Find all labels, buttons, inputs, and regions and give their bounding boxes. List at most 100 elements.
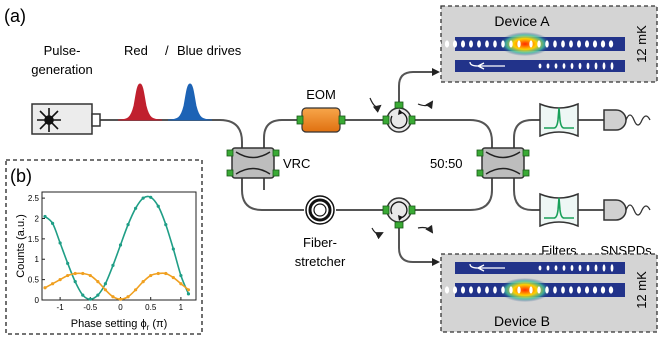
data-point xyxy=(66,273,70,278)
crystal-hole xyxy=(537,286,541,294)
data-point xyxy=(118,243,123,247)
y-tick-label: 1.5 xyxy=(28,235,40,244)
crystal-hole xyxy=(436,286,442,294)
data-point xyxy=(134,206,138,210)
data-point xyxy=(50,282,55,286)
crystal-hole xyxy=(608,286,614,294)
device-a-temperature: 12 mK xyxy=(634,25,649,63)
crystal-hole xyxy=(436,40,442,48)
y-tick-label: 0 xyxy=(35,296,40,305)
data-point xyxy=(96,280,100,284)
data-point xyxy=(58,278,62,282)
taper-hole xyxy=(578,264,582,272)
y-axis-label: Counts (a.u.) xyxy=(15,214,27,278)
crystal-hole xyxy=(477,286,481,294)
circulator-a xyxy=(382,101,416,133)
data-point xyxy=(179,273,183,278)
data-point xyxy=(81,293,85,297)
series-line-0 xyxy=(44,195,190,301)
taper-hole xyxy=(562,63,566,69)
crystal-hole xyxy=(444,286,450,294)
taper-hole xyxy=(594,264,598,272)
crystal-hole xyxy=(501,40,505,48)
taper-hole xyxy=(586,62,590,70)
splitter-label: 50:50 xyxy=(430,156,463,171)
flow-arrow-a-out xyxy=(417,100,434,110)
data-point xyxy=(111,263,115,267)
taper-hole xyxy=(570,265,574,271)
crystal-hole xyxy=(469,40,473,48)
crystal-hole xyxy=(517,286,521,294)
plot-frame xyxy=(41,191,197,301)
crystal-hole xyxy=(493,40,497,48)
device-b-label: Device B xyxy=(494,313,550,329)
crystal-hole xyxy=(553,40,557,48)
drives-separator: / xyxy=(165,43,169,58)
crystal-hole xyxy=(592,40,598,48)
taper-hole xyxy=(562,265,566,271)
y-tick-label: 2.5 xyxy=(28,194,40,203)
taper-hole xyxy=(594,62,598,70)
crystal-hole xyxy=(460,40,466,48)
laser-star-icon xyxy=(37,108,61,132)
crystal-hole xyxy=(569,286,573,294)
crystal-hole xyxy=(460,286,466,294)
taper-hole xyxy=(538,265,542,271)
crystal-hole xyxy=(509,286,513,294)
x-tick-label: 0 xyxy=(118,303,123,312)
pulse-generation-label: Pulse- xyxy=(44,43,81,58)
taper-hole xyxy=(570,63,574,69)
data-point xyxy=(179,282,183,286)
crystal-hole xyxy=(537,40,541,48)
taper-hole xyxy=(546,63,550,69)
filter-top xyxy=(539,102,579,138)
fiber-paths xyxy=(100,68,604,266)
crystal-hole xyxy=(485,40,489,48)
device-b-box: Device B 12 mK xyxy=(436,253,658,333)
data-point xyxy=(164,271,168,276)
fiber-stretcher-icon xyxy=(305,195,335,225)
x-tick-label: -0.5 xyxy=(83,303,97,312)
data-point xyxy=(171,247,175,251)
y-tick-label: 2 xyxy=(35,214,40,223)
data-point xyxy=(58,241,62,245)
data-point xyxy=(50,221,55,225)
data-point xyxy=(164,223,168,227)
crystal-hole xyxy=(600,286,606,294)
crystal-hole xyxy=(592,286,598,294)
panel-a-label: (a) xyxy=(4,6,26,26)
taper-hole xyxy=(602,264,606,272)
crystal-hole xyxy=(509,40,513,48)
taper-hole xyxy=(578,62,582,70)
data-point xyxy=(103,282,108,286)
y-tick-label: 0.5 xyxy=(28,276,40,285)
crystal-hole xyxy=(444,40,450,48)
data-point xyxy=(134,288,138,292)
crystal-hole xyxy=(577,286,581,294)
crystal-hole xyxy=(577,40,581,48)
data-point xyxy=(186,288,191,292)
taper-hole xyxy=(546,265,550,271)
data-point xyxy=(96,293,100,297)
data-point xyxy=(43,286,47,290)
data-point xyxy=(73,271,77,276)
data-point xyxy=(126,223,130,227)
crystal-hole xyxy=(529,40,533,48)
fiber-stretcher-label: Fiber- xyxy=(303,235,337,250)
data-point xyxy=(126,295,130,299)
x-tick-label: -1 xyxy=(57,303,65,312)
data-point xyxy=(149,195,153,199)
data-point xyxy=(149,273,153,278)
crystal-hole xyxy=(545,286,549,294)
flow-arrow-b-in xyxy=(371,227,384,240)
device-a-label: Device A xyxy=(494,13,550,29)
data-point xyxy=(171,275,175,280)
x-axis-label: Phase setting ϕr (π) xyxy=(71,318,168,332)
flow-arrow-a-in xyxy=(369,97,382,113)
data-point xyxy=(186,292,191,296)
vrc-coupler xyxy=(226,147,280,179)
x-tick-label: 0.5 xyxy=(145,303,157,312)
data-point xyxy=(88,297,92,301)
snspd-detector-top xyxy=(603,109,651,131)
